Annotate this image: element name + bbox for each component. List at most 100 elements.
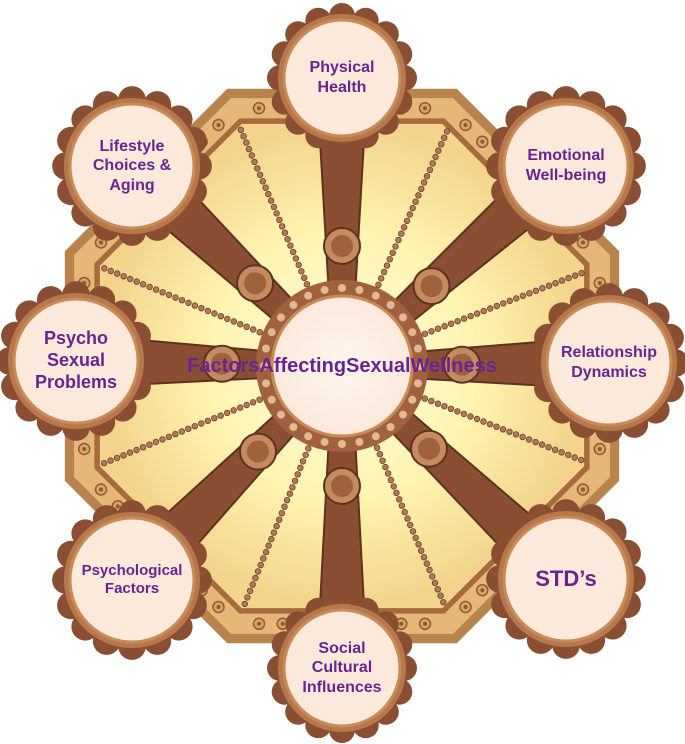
center-line-4: Wellness xyxy=(410,354,497,377)
factor-label-line: Influences xyxy=(302,678,382,696)
bead xyxy=(551,446,559,453)
bead xyxy=(230,407,237,414)
bead xyxy=(243,401,250,409)
bead xyxy=(292,255,300,262)
bead xyxy=(276,516,283,523)
bead xyxy=(237,126,244,133)
factor-label-line: Lifestyle xyxy=(99,137,165,155)
bead xyxy=(412,534,419,542)
bead xyxy=(390,483,397,490)
bead xyxy=(418,185,425,193)
bead xyxy=(254,165,261,172)
bead xyxy=(245,145,253,153)
factor-label-line: Cultural xyxy=(311,659,373,677)
factor-label-line: Dynamics xyxy=(571,364,647,381)
factor-label-line: Social xyxy=(318,639,366,657)
bead xyxy=(379,457,386,464)
hub-bead xyxy=(267,395,276,404)
factor-stds: STD’s xyxy=(504,517,628,641)
hub-bead xyxy=(414,344,422,353)
hub-bead xyxy=(399,313,407,322)
bead xyxy=(493,302,500,310)
bead xyxy=(289,484,296,491)
bead xyxy=(423,560,430,567)
bead xyxy=(571,454,578,461)
bead xyxy=(526,290,533,297)
bead xyxy=(133,446,140,454)
bead xyxy=(382,463,389,471)
rim-rivet-core xyxy=(480,588,485,593)
bead xyxy=(257,561,264,569)
factor-label-line: Factors xyxy=(104,580,160,597)
spoke-medallion-core xyxy=(247,440,269,463)
hub-bead xyxy=(355,286,364,294)
factor-label-line: Aging xyxy=(109,176,155,194)
bead xyxy=(178,428,186,435)
bead xyxy=(276,216,283,224)
bead xyxy=(267,197,275,204)
bead xyxy=(120,273,127,280)
hub-bead xyxy=(399,410,407,419)
hub-bead xyxy=(304,432,313,441)
factor-label-line: Sexual xyxy=(46,350,106,371)
hub-bead xyxy=(338,284,346,292)
bead xyxy=(262,548,270,556)
bead xyxy=(429,573,436,580)
bead xyxy=(519,433,526,441)
bead xyxy=(437,592,444,599)
bead xyxy=(126,449,134,456)
bead xyxy=(146,283,153,291)
bead xyxy=(499,426,507,433)
spoke-medallion-core xyxy=(418,437,440,460)
bead xyxy=(243,323,250,330)
bead xyxy=(172,294,179,301)
bead xyxy=(441,403,448,410)
bead xyxy=(438,140,445,148)
hub-bead xyxy=(289,423,298,431)
bead xyxy=(113,270,121,277)
bead xyxy=(291,477,299,484)
bead xyxy=(398,502,406,509)
center-line-2: Affecting xyxy=(259,354,347,377)
bead xyxy=(525,436,533,443)
bead xyxy=(139,444,147,451)
bead xyxy=(113,454,121,462)
bead xyxy=(249,581,256,588)
bead xyxy=(270,529,278,536)
bead xyxy=(513,295,520,302)
bead xyxy=(265,542,272,549)
bead xyxy=(545,444,552,451)
bead xyxy=(480,418,487,425)
bead xyxy=(565,274,572,282)
rim-rivet-core xyxy=(463,605,468,609)
hub-disc xyxy=(270,294,414,438)
bead xyxy=(295,261,302,269)
bead xyxy=(565,451,572,459)
bead xyxy=(440,599,447,606)
bead xyxy=(133,278,140,285)
bead xyxy=(217,412,224,419)
bead xyxy=(434,586,441,593)
bead xyxy=(378,275,385,282)
bead xyxy=(467,413,474,420)
bead xyxy=(447,405,455,412)
bead xyxy=(578,456,585,464)
bead xyxy=(426,566,433,574)
bead xyxy=(159,436,166,443)
rim-rivet-core xyxy=(423,621,427,626)
bead xyxy=(287,242,294,249)
factor-label-line: Emotional xyxy=(527,147,605,165)
bead xyxy=(392,243,399,250)
rim-rivet-core xyxy=(280,621,285,626)
bead xyxy=(107,457,114,464)
bead xyxy=(259,178,266,185)
factor-label-line: Well-being xyxy=(525,167,607,184)
hub-bead xyxy=(371,432,380,441)
